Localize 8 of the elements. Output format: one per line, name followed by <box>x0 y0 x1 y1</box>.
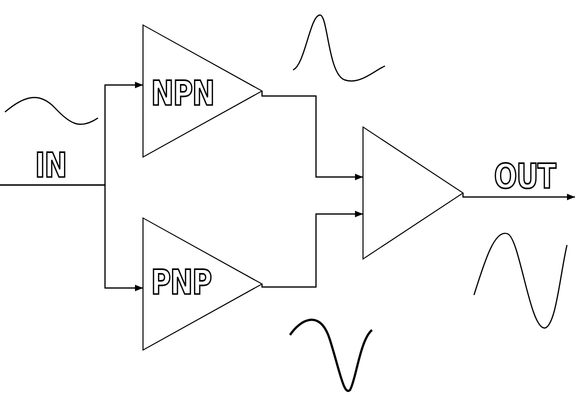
signal-label: OUT <box>494 160 556 194</box>
amplifier-label: PNP <box>151 266 212 300</box>
signal-arrow <box>261 91 363 180</box>
signal-arrow <box>462 193 575 200</box>
signal-arrow <box>261 210 363 288</box>
signal-arrow <box>0 184 143 292</box>
signal-label: IN <box>35 149 66 183</box>
amplifier-label: NPN <box>151 77 214 111</box>
